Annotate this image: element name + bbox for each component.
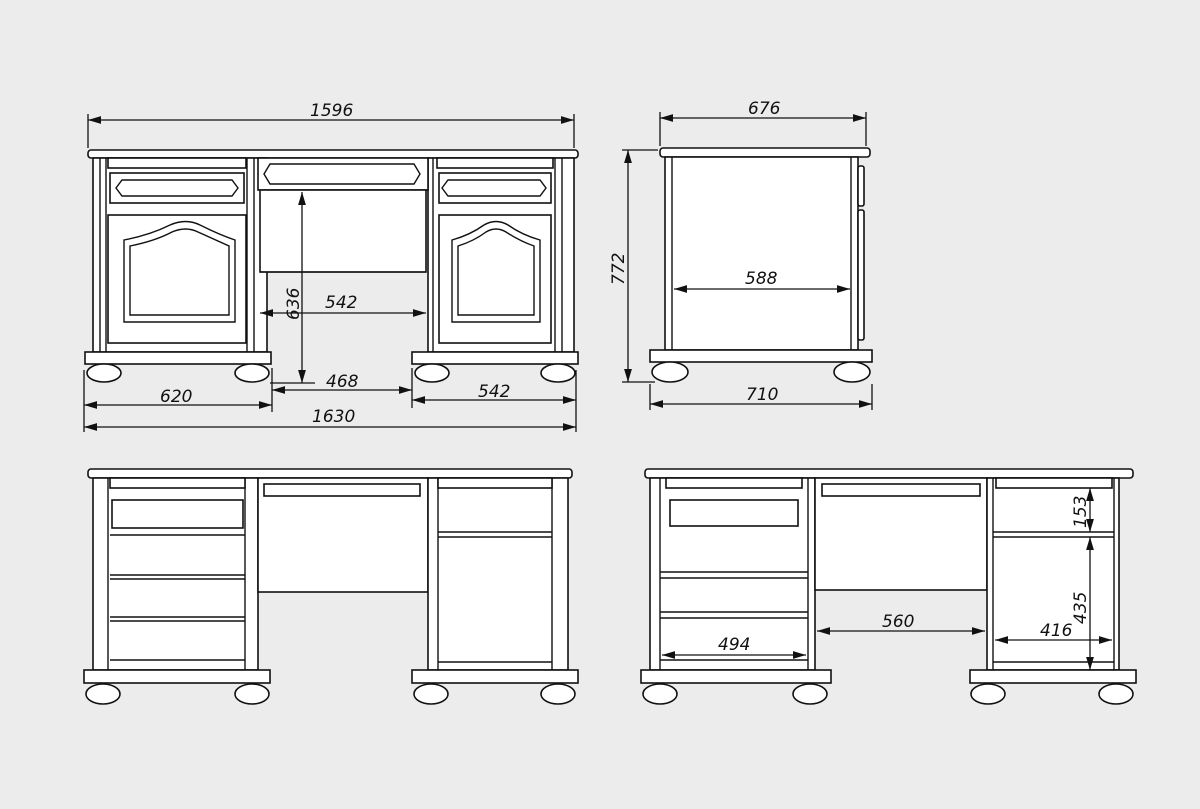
dim-542-knee: 542	[325, 293, 357, 313]
front-view: 1596 636 542 468 620 542 1630	[83, 101, 579, 432]
dim-676: 676	[748, 99, 781, 119]
dim-636: 636	[284, 287, 304, 320]
dim-468: 468	[326, 372, 359, 392]
dim-620: 620	[160, 387, 192, 407]
dim-560: 560	[882, 612, 914, 632]
dim-435: 435	[1071, 592, 1091, 624]
dim-542-pedestal: 542	[478, 382, 510, 402]
dim-710: 710	[746, 385, 778, 405]
dim-416: 416	[1040, 621, 1073, 641]
dim-153: 153	[1071, 496, 1091, 528]
dim-494: 494	[718, 635, 750, 655]
back-view-left	[83, 468, 579, 705]
back-view-right: 153 435 416 560 494	[640, 468, 1137, 705]
dim-588: 588	[745, 269, 778, 289]
dim-772: 772	[609, 253, 629, 285]
dim-1596: 1596	[310, 101, 353, 121]
side-view: 676 772 588 710	[609, 99, 873, 410]
dim-1630: 1630	[312, 407, 355, 427]
